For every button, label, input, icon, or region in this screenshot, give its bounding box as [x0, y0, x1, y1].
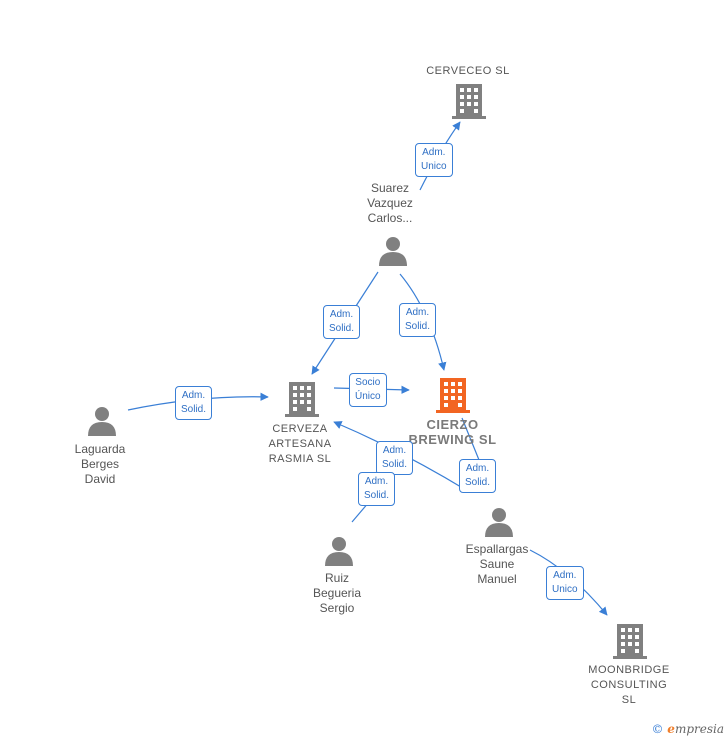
edge-label-line: Socio — [355, 377, 381, 388]
person-icon-laguarda[interactable] — [88, 407, 116, 436]
name-line: Begueria — [312, 586, 362, 600]
name-line: Berges — [80, 457, 120, 471]
edge-label-line: Adm. — [553, 570, 577, 581]
edge-label-ruiz-cerveza[interactable]: Adm. Solid. — [358, 472, 396, 506]
edge-label-line: Solid. — [405, 321, 431, 332]
name-line: Ruiz — [324, 571, 349, 585]
name-line: SL — [621, 694, 637, 706]
edge-label-line: Solid. — [382, 459, 408, 470]
edge-label-espallargas-cerveza[interactable]: Adm. Solid. — [376, 441, 414, 475]
name-line: Manuel — [477, 572, 517, 586]
copyright-footer: © empresia — [651, 722, 724, 736]
edge-label-suarez-cierzo[interactable]: Adm. Solid. — [399, 303, 437, 337]
node-label-cerveza[interactable]: CERVEZA ARTESANA RASMIA SL — [250, 422, 350, 467]
building-icon-cerveza[interactable] — [285, 382, 319, 417]
node-label-cerveceo[interactable]: CERVECEO SL — [408, 64, 528, 79]
edge-label-line: Adm. — [382, 445, 407, 456]
node-label-laguarda[interactable]: Laguarda Berges David — [60, 442, 140, 487]
edge-label-laguarda-cerveza[interactable]: Adm. Solid. — [175, 386, 213, 420]
edge-label-line: Adm. — [405, 307, 430, 318]
brand-logo-text: mpresia — [674, 722, 724, 736]
name-line: Espallargas — [465, 542, 529, 556]
name-line: RASMIA SL — [268, 453, 332, 465]
name-line: Laguarda — [74, 442, 126, 456]
node-label-espallargas[interactable]: Espallargas Saune Manuel — [452, 542, 542, 587]
edge-label-line: Adm. — [181, 390, 206, 401]
company-name: CERVECEO SL — [426, 65, 510, 77]
copyright-symbol: © — [651, 722, 664, 736]
name-line: MOONBRIDGE — [588, 664, 670, 676]
person-icon-suarez[interactable] — [379, 237, 407, 266]
name-line: Vazquez — [367, 196, 413, 210]
node-label-moonbridge[interactable]: MOONBRIDGE CONSULTING SL — [580, 663, 678, 708]
edge-label-line: Solid. — [465, 477, 491, 488]
node-label-ruiz[interactable]: Ruiz Begueria Sergio — [297, 571, 377, 616]
brand-logo[interactable]: empresia — [667, 722, 724, 736]
edge-label-suarez-cerveceo[interactable]: Adm. Unico — [415, 143, 453, 177]
edge-label-line: Unico — [552, 584, 578, 595]
name-line: BREWING SL — [408, 432, 497, 447]
edge-label-line: Solid. — [364, 490, 390, 501]
name-line: Suarez — [370, 181, 410, 195]
name-line: CIERZO — [426, 417, 479, 432]
node-label-suarez[interactable]: Suarez Vazquez Carlos... — [350, 181, 430, 226]
edge-label-line: Adm. — [329, 309, 354, 320]
node-label-cierzo[interactable]: CIERZO BREWING SL — [395, 417, 510, 447]
person-icon-espallargas[interactable] — [485, 508, 513, 537]
edge-label-espallargas-cierzo[interactable]: Adm. Solid. — [459, 459, 497, 493]
building-icon-moonbridge[interactable] — [613, 624, 647, 659]
name-line: ARTESANA — [268, 438, 332, 450]
edge-label-suarez-cerveza[interactable]: Adm. Solid. — [323, 305, 361, 339]
building-icon-cerveceo[interactable] — [452, 84, 486, 119]
edge-label-line: Adm. — [364, 476, 389, 487]
building-icon-cierzo[interactable] — [436, 378, 470, 413]
edge-label-espallargas-moonbridge[interactable]: Adm. Unico — [546, 566, 584, 600]
name-line: Sergio — [319, 601, 355, 615]
edge-label-line: Unico — [421, 161, 447, 172]
name-line: David — [84, 472, 116, 486]
name-line: Carlos... — [367, 211, 413, 225]
edge-label-cerveza-cierzo[interactable]: Socio Único — [349, 373, 387, 407]
edge-label-line: Adm. — [465, 463, 490, 474]
name-line: Saune — [479, 557, 515, 571]
edge-label-line: Solid. — [329, 323, 355, 334]
edge-label-line: Adm. — [422, 147, 446, 158]
person-icon-ruiz[interactable] — [325, 537, 353, 566]
name-line: CONSULTING — [590, 679, 668, 691]
brand-logo-e: e — [667, 722, 675, 736]
edge-label-line: Único — [355, 391, 381, 402]
edge-label-line: Solid. — [181, 404, 207, 415]
name-line: CERVEZA — [272, 423, 328, 435]
